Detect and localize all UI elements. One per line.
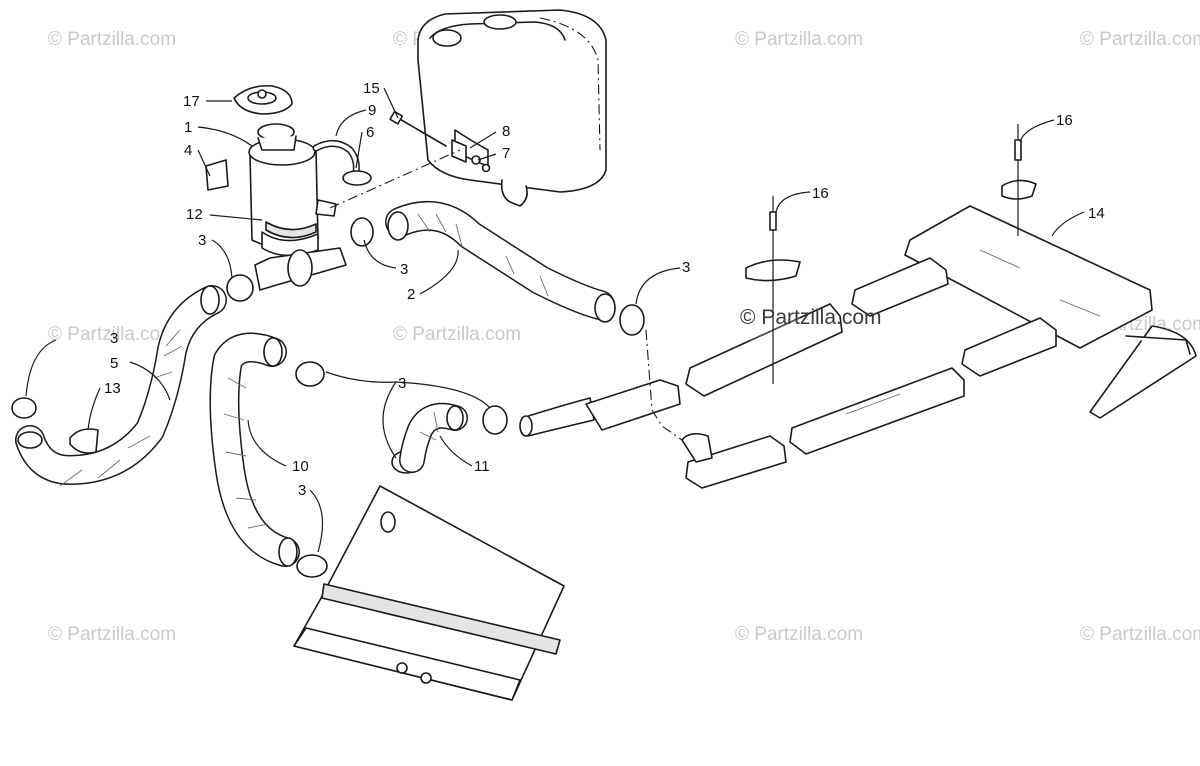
watermark-text: © Partzilla.com	[735, 29, 863, 50]
callout-numbers: 17 1 4 12 3 15 9 6 8 7 3 2 3 3 5 13 3 10…	[104, 80, 1105, 499]
watermark-text: © Partzilla.com	[48, 624, 176, 645]
callout-3: 3	[682, 259, 690, 276]
elbow-hose-11	[399, 402, 468, 473]
watermark-text: © Partzilla.com	[393, 324, 521, 345]
callout-14: 14	[1088, 205, 1105, 222]
radiator-panel	[293, 485, 565, 701]
callout-3: 3	[400, 261, 408, 278]
mounting-hardware	[389, 110, 491, 173]
coolant-bottle	[248, 123, 337, 257]
callout-16: 16	[1056, 112, 1073, 129]
radiator-hose-10	[209, 332, 300, 567]
callout-3: 3	[398, 375, 406, 392]
callout-17: 17	[183, 93, 200, 110]
callout-13: 13	[104, 380, 121, 397]
callout-15: 15	[363, 80, 380, 97]
leader-lines	[25, 87, 1085, 553]
watermark-text: © Partzilla.com	[1080, 624, 1200, 645]
callout-1: 1	[184, 119, 192, 136]
routing-line	[329, 149, 461, 209]
callout-7: 7	[502, 145, 510, 162]
pipe-fitting	[521, 397, 595, 437]
watermark-text: © Partzilla.com	[48, 324, 176, 345]
center-watermark: © Partzilla.com	[740, 306, 882, 329]
callout-3: 3	[110, 330, 118, 347]
push-rivets	[745, 124, 1037, 384]
lower-hose-5	[15, 285, 227, 487]
callout-2: 2	[407, 286, 415, 303]
callout-10: 10	[292, 458, 309, 475]
watermark-text: © Partzilla.com	[1080, 29, 1200, 50]
overflow-hose	[312, 140, 372, 186]
routing-line	[645, 329, 683, 441]
callout-6: 6	[366, 124, 374, 141]
spring-clamp	[69, 428, 99, 454]
radiator-cap	[233, 84, 293, 115]
pipe-end	[519, 415, 533, 437]
callout-11: 11	[474, 458, 490, 475]
callout-16: 16	[812, 185, 829, 202]
callout-4: 4	[184, 142, 192, 159]
watermark-text: © Partzilla.com	[48, 29, 176, 50]
hose-clamps	[11, 217, 645, 578]
oil-tank	[417, 9, 607, 207]
callout-8: 8	[502, 123, 510, 140]
decal	[205, 159, 229, 191]
callout-3: 3	[298, 482, 306, 499]
callout-5: 5	[110, 355, 118, 372]
watermark-text: © Partzilla.com	[735, 624, 863, 645]
heat-exchangers	[585, 205, 1197, 489]
callout-3: 3	[198, 232, 206, 249]
callout-12: 12	[186, 206, 203, 223]
upper-hose	[254, 200, 616, 323]
callout-9: 9	[368, 102, 376, 119]
